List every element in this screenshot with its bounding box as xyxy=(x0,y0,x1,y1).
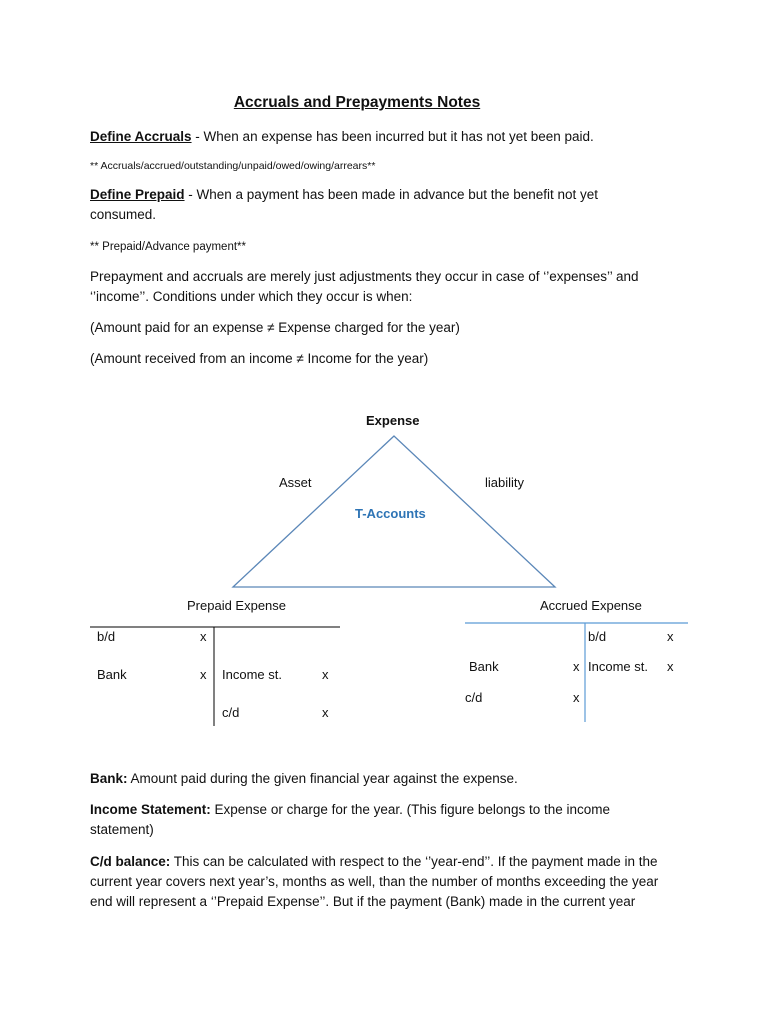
prepaid-term: Define Prepaid xyxy=(90,187,185,202)
accrued-credit-label-1: b/d xyxy=(588,629,607,644)
prepaid-debit-label-1: b/d xyxy=(97,629,116,644)
prepaid-debit-amount-1: x xyxy=(200,629,207,644)
accrued-credit-amount-2: x xyxy=(667,659,674,674)
triangle-right-label: liability xyxy=(485,475,525,490)
prepaid-credit-label-2: c/d xyxy=(222,705,240,720)
accrued-credit-label-2: Income st. xyxy=(588,659,648,674)
accruals-definition: Define Accruals - When an expense has be… xyxy=(90,127,594,147)
triangle-shape xyxy=(231,435,557,588)
income-note: Income Statement: Expense or charge for … xyxy=(90,800,610,820)
bank-note-term: Bank: xyxy=(90,771,128,786)
cd-note-line-2: current year covers next year’s, months … xyxy=(90,874,659,889)
prepaid-debit-label-2: Bank xyxy=(97,667,127,682)
prepaid-synonyms: ** Prepaid/Advance payment** xyxy=(90,241,246,253)
bank-note-text: Amount paid during the given financial y… xyxy=(127,771,518,786)
cd-note: C/d balance: This can be calculated with… xyxy=(90,852,658,872)
accrued-account-heading: Accrued Expense xyxy=(540,598,642,613)
prepaid-credit-label-1: Income st. xyxy=(222,667,282,682)
prepaid-credit-amount-1: x xyxy=(322,667,329,682)
prepaid-debit-amount-2: x xyxy=(200,667,207,682)
accruals-definition-text: - When an expense has been incurred but … xyxy=(191,129,594,144)
accrued-debit-label-1: Bank xyxy=(469,659,499,674)
cd-note-line-3: end will represent a ‘’Prepaid Expense’’… xyxy=(90,894,636,909)
prepaid-definition: Define Prepaid - When a payment has been… xyxy=(90,185,598,205)
accruals-term: Define Accruals xyxy=(90,129,192,144)
prepaid-definition-text: - When a payment has been made in advanc… xyxy=(184,187,599,202)
accruals-synonyms: ** Accruals/accrued/outstanding/unpaid/o… xyxy=(90,160,376,172)
condition-expense: (Amount paid for an expense ≠ Expense ch… xyxy=(90,320,460,335)
prepaid-credit-amount-2: x xyxy=(322,705,329,720)
cd-note-term: C/d balance: xyxy=(90,854,171,869)
prepaid-account-heading: Prepaid Expense xyxy=(187,598,287,613)
income-note-text: Expense or charge for the year. (This fi… xyxy=(210,802,611,817)
prepaid-definition-cont: consumed. xyxy=(90,207,157,222)
page-title: Accruals and Prepayments Notes xyxy=(233,94,481,111)
accrued-debit-label-2: c/d xyxy=(465,690,483,705)
triangle-top-label: Expense xyxy=(366,413,420,428)
intro-line-1: Prepayment and accruals are merely just … xyxy=(90,269,639,284)
cd-note-text: This can be calculated with respect to t… xyxy=(170,854,658,869)
triangle-center-label: T-Accounts xyxy=(355,506,426,521)
income-note-cont: statement) xyxy=(90,822,154,837)
accrued-debit-amount-2: x xyxy=(573,690,580,705)
income-note-term: Income Statement: xyxy=(90,802,211,817)
triangle-left-label: Asset xyxy=(279,475,312,490)
accrued-credit-amount-1: x xyxy=(667,629,674,644)
bank-note: Bank: Amount paid during the given finan… xyxy=(90,769,518,789)
accrued-debit-amount-1: x xyxy=(573,659,580,674)
intro-line-2: ‘’income’’. Conditions under which they … xyxy=(90,289,413,304)
condition-income: (Amount received from an income ≠ Income… xyxy=(90,351,429,366)
